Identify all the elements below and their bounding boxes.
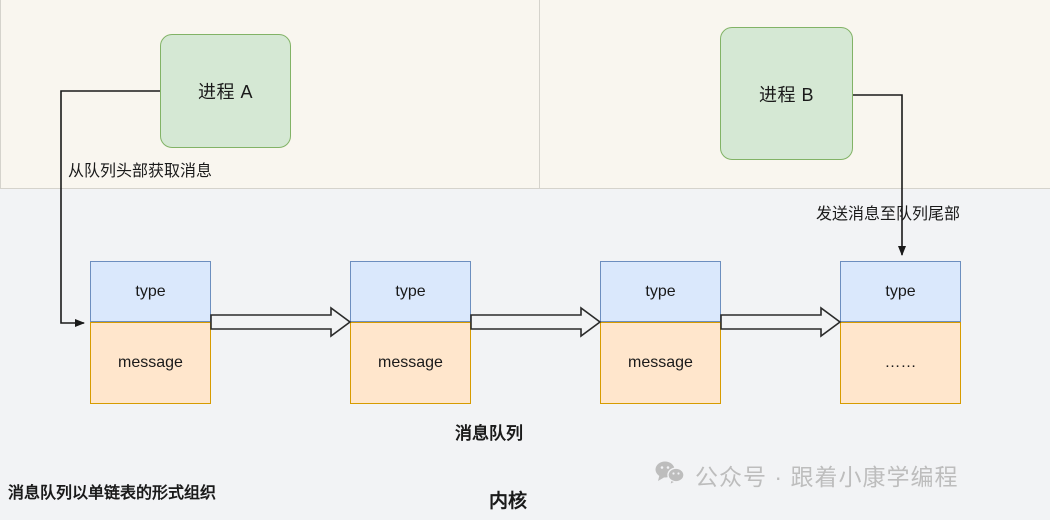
queue-node-3-message: message [600, 322, 721, 404]
watermark-text: 公众号 · 跟着小康学编程 [695, 464, 959, 490]
label-queue-note: 消息队列以单链表的形式组织 [8, 485, 217, 502]
queue-node-4-message: …… [840, 322, 961, 404]
queue-node-2-type: type [350, 261, 471, 322]
queue-node-2[interactable]: type message [350, 261, 471, 404]
process-a-label: 进程 A [197, 82, 253, 102]
link-arrow-1-2 [210, 306, 352, 338]
queue-node-1[interactable]: type message [90, 261, 211, 404]
process-box-b[interactable]: 进程 B [720, 27, 853, 160]
wechat-icon [655, 460, 685, 491]
queue-node-4-type: type [840, 261, 961, 322]
queue-node-1-message: message [90, 322, 211, 404]
process-b-label: 进程 B [758, 84, 814, 105]
watermark: 公众号 · 跟着小康学编程 [655, 458, 958, 492]
label-message-queue: 消息队列 [455, 424, 523, 443]
queue-node-4[interactable]: type …… [840, 261, 961, 404]
link-arrow-2-3 [470, 306, 602, 338]
label-send-to-tail: 发送消息至队列尾部 [816, 206, 961, 223]
queue-node-1-type: type [90, 261, 211, 322]
link-arrow-3-4 [720, 306, 842, 338]
queue-node-3[interactable]: type message [600, 261, 721, 404]
queue-node-2-message: message [350, 322, 471, 404]
label-fetch-from-head: 从队列头部获取消息 [68, 163, 213, 180]
label-kernel: 内核 [489, 491, 528, 512]
queue-node-3-type: type [600, 261, 721, 322]
process-box-a[interactable]: 进程 A [160, 34, 291, 148]
